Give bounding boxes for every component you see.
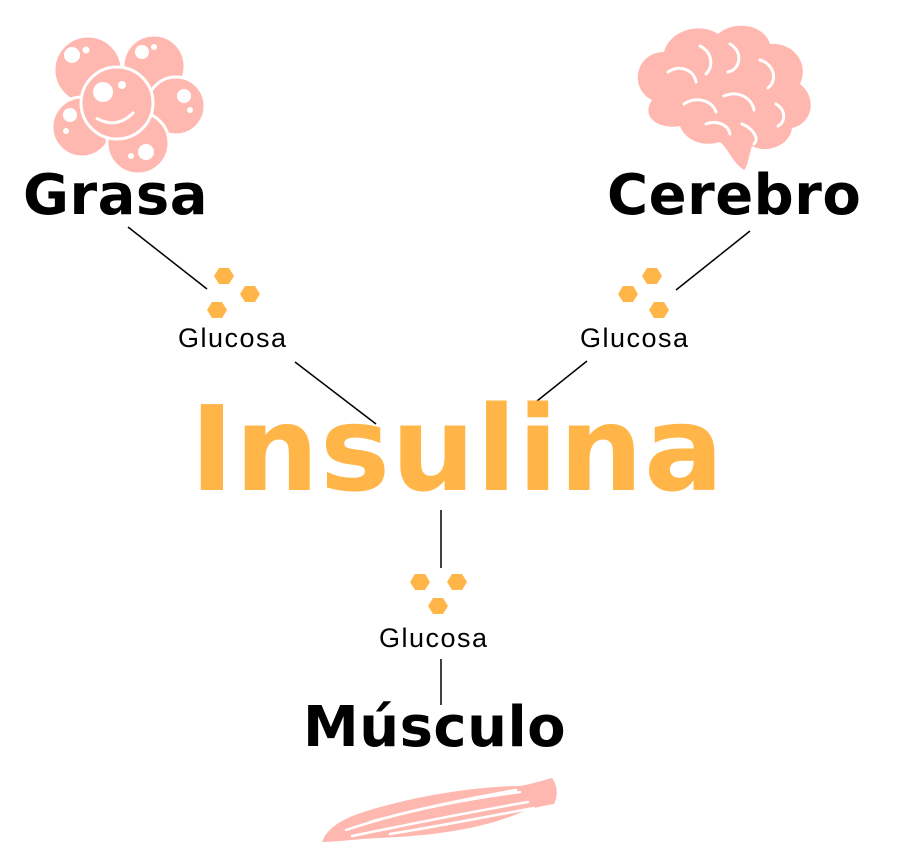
brain-label: Cerebro: [607, 163, 862, 228]
muscle-label: Músculo: [303, 695, 567, 760]
glucose-label-fat: Glucosa: [178, 323, 288, 353]
connector-glucose-to-insulin-left: [294, 361, 377, 425]
glucose-label-brain: Glucosa: [580, 323, 690, 353]
insulin-label: Insulina: [190, 380, 725, 518]
connector-glucose-to-insulin-right: [536, 360, 588, 402]
fat-label: Grasa: [23, 163, 208, 228]
connector-fat-to-glucose: [127, 226, 208, 290]
glucose-label-muscle: Glucosa: [379, 623, 489, 653]
connector-brain-to-glucose: [675, 230, 751, 291]
